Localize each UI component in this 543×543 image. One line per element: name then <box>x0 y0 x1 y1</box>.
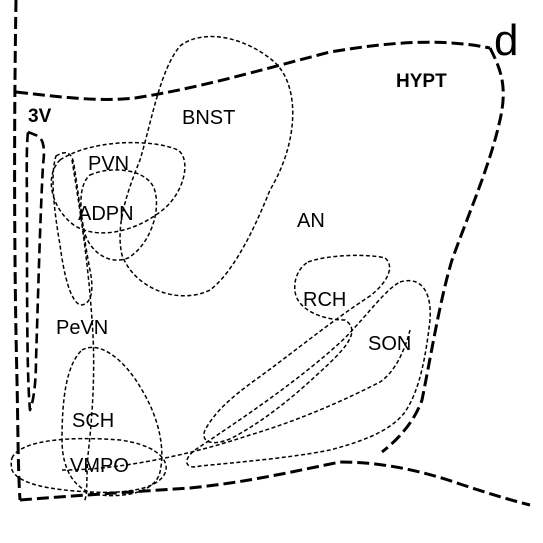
pvn-label: PVN <box>88 153 129 175</box>
lateral-boundary <box>382 48 503 452</box>
third-ventricle-outline <box>27 132 44 410</box>
rch-label: RCH <box>303 289 346 311</box>
sch-label: SCH <box>72 410 114 432</box>
bnst-region <box>120 37 293 296</box>
pevn-region <box>53 153 92 305</box>
ventral-contour <box>62 330 410 470</box>
rch-region <box>204 255 390 442</box>
adpn-label: ADPN <box>78 203 134 225</box>
an-label: AN <box>297 210 325 232</box>
son-label: SON <box>368 333 411 355</box>
midline-boundary <box>15 0 20 500</box>
vmpo-label: VMPO <box>70 455 129 477</box>
third-ventricle-label: 3V <box>28 106 52 127</box>
panel-letter: d <box>494 16 518 65</box>
pevn-label: PeVN <box>56 317 108 339</box>
bnst-label: BNST <box>182 107 235 129</box>
hypt-label: HYPT <box>396 71 447 92</box>
